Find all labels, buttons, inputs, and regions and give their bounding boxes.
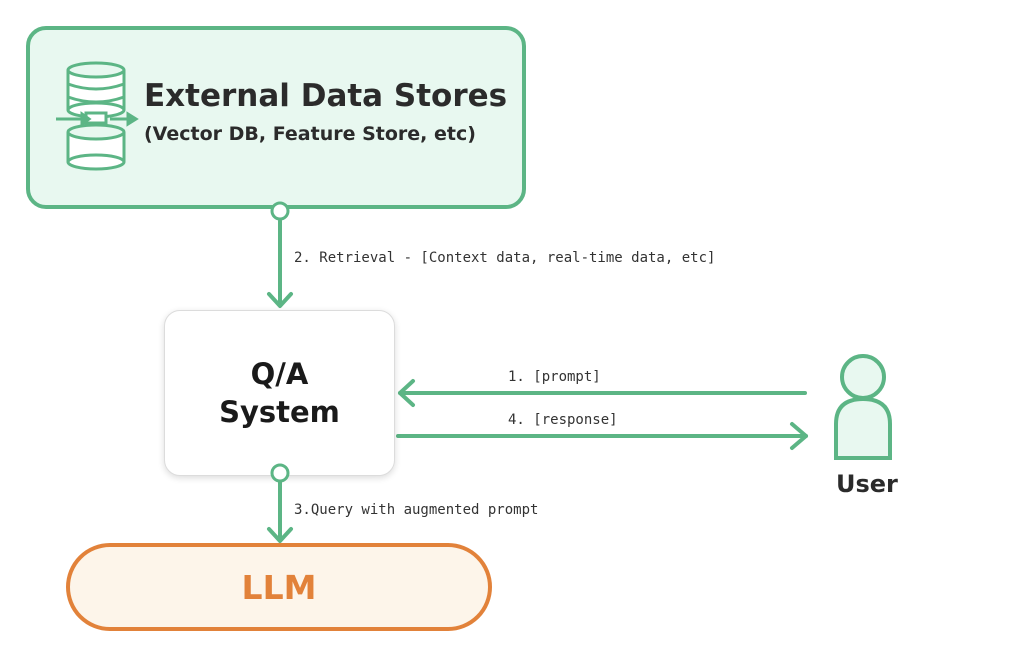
prompt-edge-label: 1. [prompt] bbox=[508, 369, 601, 385]
user-label: User bbox=[836, 470, 898, 498]
stores-title: External Data Stores bbox=[144, 78, 508, 114]
query-edge-label: 3.Query with augmented prompt bbox=[294, 502, 539, 518]
stores-subtitle: (Vector DB, Feature Store, etc) bbox=[144, 123, 476, 145]
qa-system-label: Q/A System bbox=[219, 357, 340, 429]
qa-endpoint-circle bbox=[270, 463, 290, 483]
response-arrowhead bbox=[790, 422, 808, 450]
stores-endpoint-circle bbox=[270, 201, 290, 221]
response-edge-label: 4. [response] bbox=[508, 412, 618, 428]
retrieval-arrowhead bbox=[267, 292, 293, 308]
qa-system-node: Q/A System bbox=[164, 310, 395, 476]
query-arrowhead bbox=[267, 527, 293, 543]
llm-node: LLM bbox=[66, 543, 492, 631]
llm-label: LLM bbox=[241, 567, 317, 607]
retrieval-edge-label: 2. Retrieval - [Context data, real-time … bbox=[294, 250, 716, 266]
prompt-arrowhead bbox=[398, 379, 415, 407]
